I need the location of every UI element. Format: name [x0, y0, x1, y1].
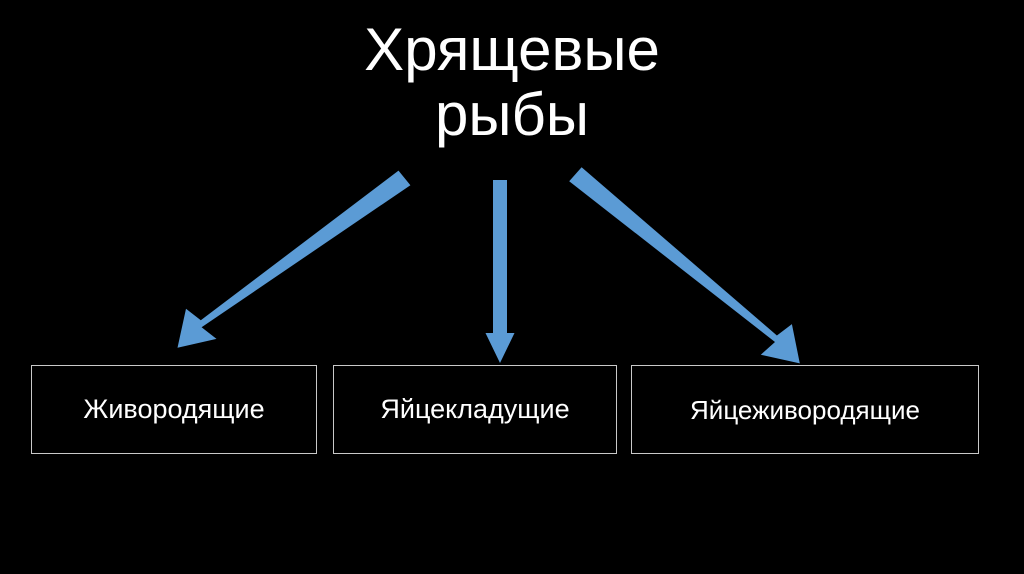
category-label: Яйцекладущие — [380, 394, 570, 424]
category-label: Живородящие — [83, 394, 265, 424]
category-box-zhivorodyashchie[interactable]: Живородящие — [31, 365, 317, 454]
page-title: Хрящевые рыбы — [364, 16, 660, 148]
arrow-to-yaytsekladushchie-icon — [485, 180, 515, 363]
arrow-to-yaytsezhivorodyashchie-icon — [569, 167, 800, 364]
category-box-yaytsezhivorodyashchie[interactable]: Яйцеживородящие — [631, 365, 979, 454]
category-label: Яйцеживородящие — [690, 394, 920, 425]
category-box-yaytsekladushchie[interactable]: Яйцекладущие — [333, 365, 617, 454]
arrow-to-zhivorodyashchie-icon — [177, 170, 411, 348]
